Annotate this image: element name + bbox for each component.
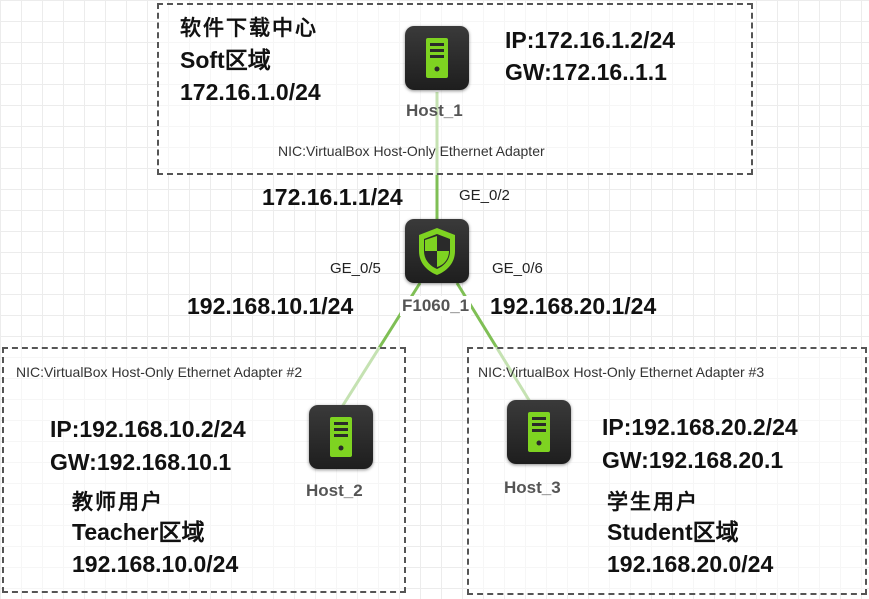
ge02-ip: 172.16.1.1/24 — [262, 184, 403, 210]
teacher-zone-name: Teacher区域 — [72, 519, 205, 545]
host3-device[interactable] — [507, 400, 571, 464]
ge06-ip: 192.168.20.1/24 — [490, 293, 657, 319]
host1-label: Host_1 — [406, 101, 463, 120]
student-zone-title: 学生用户 — [607, 490, 699, 514]
host1-ip: IP:172.16.1.2/24 — [505, 27, 676, 53]
server-icon — [426, 38, 448, 78]
soft-zone-nic: NIC:VirtualBox Host-Only Ethernet Adapte… — [278, 143, 545, 159]
shield-icon — [419, 228, 455, 275]
soft-zone-name: Soft区域 — [180, 47, 271, 73]
student-zone-nic: NIC:VirtualBox Host-Only Ethernet Adapte… — [478, 364, 765, 380]
host3-gateway: GW:192.168.20.1 — [602, 447, 784, 473]
host2-label: Host_2 — [306, 481, 363, 500]
host3-ip: IP:192.168.20.2/24 — [602, 414, 798, 440]
student-zone-name: Student区域 — [607, 519, 739, 545]
host3-label: Host_3 — [504, 478, 561, 497]
ge02-port: GE_0/2 — [459, 187, 510, 204]
zone-teacher — [2, 347, 406, 593]
teacher-zone-nic: NIC:VirtualBox Host-Only Ethernet Adapte… — [16, 364, 303, 380]
ge05-ip: 192.168.10.1/24 — [187, 293, 354, 319]
host2-device[interactable] — [309, 405, 373, 469]
teacher-zone-network: 192.168.10.0/24 — [72, 551, 239, 577]
soft-zone-network: 172.16.1.0/24 — [180, 79, 321, 105]
host2-gateway: GW:192.168.10.1 — [50, 449, 232, 475]
student-zone-network: 192.168.20.0/24 — [607, 551, 774, 577]
ge06-port: GE_0/6 — [492, 260, 543, 277]
zone-student — [467, 347, 867, 595]
server-icon — [330, 417, 352, 457]
firewall-label: F1060_1 — [400, 296, 472, 316]
firewall-device[interactable] — [405, 219, 469, 283]
ge05-port: GE_0/5 — [330, 260, 381, 277]
soft-zone-title: 软件下载中心 — [180, 16, 318, 40]
host1-gateway: GW:172.16..1.1 — [505, 59, 667, 85]
server-icon — [528, 412, 550, 452]
host1-device[interactable] — [405, 26, 469, 90]
host2-ip: IP:192.168.10.2/24 — [50, 416, 246, 442]
teacher-zone-title: 教师用户 — [72, 490, 164, 514]
